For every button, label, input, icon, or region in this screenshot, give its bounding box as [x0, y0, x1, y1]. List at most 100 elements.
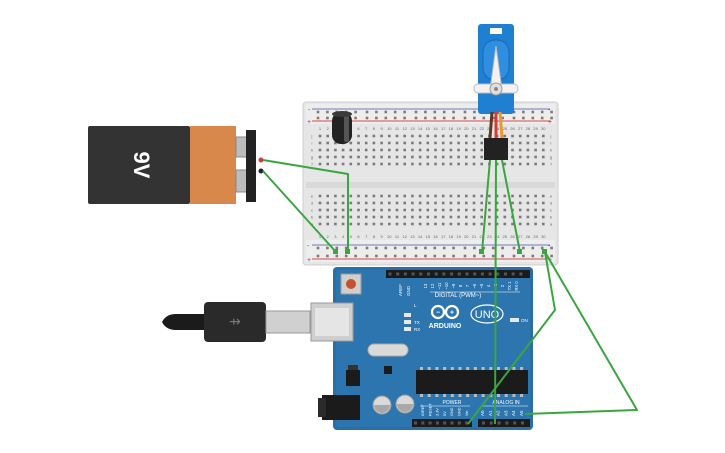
servo-connector[interactable]: [484, 138, 508, 160]
breadboard-hole[interactable]: [403, 148, 406, 152]
breadboard-hole[interactable]: [426, 141, 430, 145]
rail-hole[interactable]: [540, 246, 544, 250]
breadboard-hole[interactable]: [349, 162, 353, 166]
breadboard-hole[interactable]: [388, 148, 391, 152]
breadboard-hole[interactable]: [372, 222, 376, 226]
breadboard-hole[interactable]: [526, 141, 530, 145]
rail-hole[interactable]: [550, 246, 553, 250]
breadboard-hole[interactable]: [364, 201, 368, 205]
breadboard-hole[interactable]: [526, 162, 530, 166]
breadboard-hole[interactable]: [511, 162, 514, 166]
breadboard-hole[interactable]: [457, 208, 460, 212]
rail-hole[interactable]: [344, 246, 348, 250]
rail-hole[interactable]: [414, 254, 418, 258]
rail-hole[interactable]: [452, 116, 455, 120]
rail-hole[interactable]: [442, 246, 446, 250]
rail-hole[interactable]: [375, 254, 378, 258]
breadboard-hole[interactable]: [441, 194, 445, 198]
rail-hole[interactable]: [326, 246, 329, 250]
breadboard-hole[interactable]: [457, 141, 460, 145]
rail-hole[interactable]: [473, 246, 476, 250]
breadboard-hole[interactable]: [472, 222, 476, 226]
rail-hole[interactable]: [403, 254, 406, 258]
breadboard-hole[interactable]: [511, 222, 514, 226]
breadboard-hole[interactable]: [418, 201, 422, 205]
breadboard-hole[interactable]: [457, 155, 460, 159]
breadboard-hole[interactable]: [395, 155, 399, 159]
capacitor[interactable]: [332, 111, 352, 144]
breadboard-hole[interactable]: [326, 141, 329, 145]
rail-hole[interactable]: [482, 116, 486, 120]
breadboard-hole[interactable]: [503, 208, 507, 212]
rail-hole[interactable]: [463, 110, 467, 114]
breadboard-hole[interactable]: [395, 222, 399, 226]
breadboard-hole[interactable]: [318, 222, 322, 226]
analog-pin-hole[interactable]: [513, 421, 517, 425]
breadboard-hole[interactable]: [472, 201, 476, 205]
breadboard-hole[interactable]: [495, 194, 499, 198]
rail-hole[interactable]: [424, 254, 427, 258]
breadboard-hole[interactable]: [511, 201, 514, 205]
wire-servo-gnd[interactable]: [481, 159, 491, 253]
breadboard-hole[interactable]: [334, 215, 337, 219]
breadboard-hole[interactable]: [403, 141, 406, 145]
rail-hole[interactable]: [550, 110, 553, 114]
breadboard-hole[interactable]: [341, 215, 345, 219]
rail-hole[interactable]: [414, 110, 418, 114]
rail-hole[interactable]: [384, 254, 388, 258]
power-pin-hole[interactable]: [465, 421, 469, 425]
breadboard-hole[interactable]: [488, 222, 491, 226]
breadboard-hole[interactable]: [372, 162, 376, 166]
digital-pin-hole[interactable]: [511, 272, 515, 276]
breadboard-hole[interactable]: [395, 148, 399, 152]
analog-pin-hole[interactable]: [521, 421, 524, 425]
rail-hole[interactable]: [531, 246, 535, 250]
breadboard-hole[interactable]: [426, 148, 430, 152]
rail-hole[interactable]: [335, 254, 339, 258]
breadboard-hole[interactable]: [388, 155, 391, 159]
breadboard-hole[interactable]: [449, 141, 453, 145]
breadboard-hole[interactable]: [411, 222, 414, 226]
breadboard-hole[interactable]: [503, 201, 507, 205]
breadboard-hole[interactable]: [372, 134, 376, 138]
breadboard-hole[interactable]: [526, 215, 530, 219]
breadboard-hole[interactable]: [434, 201, 437, 205]
breadboard-hole[interactable]: [503, 215, 507, 219]
digital-pin-hole[interactable]: [480, 272, 484, 276]
breadboard-hole[interactable]: [380, 222, 383, 226]
breadboard-hole[interactable]: [457, 222, 460, 226]
rail-hole[interactable]: [414, 246, 418, 250]
rail-hole[interactable]: [393, 116, 397, 120]
breadboard-hole[interactable]: [457, 162, 460, 166]
breadboard-hole[interactable]: [357, 222, 360, 226]
rail-hole[interactable]: [452, 254, 455, 258]
rail-hole[interactable]: [452, 110, 455, 114]
breadboard-hole[interactable]: [403, 162, 406, 166]
breadboard-hole[interactable]: [472, 162, 476, 166]
breadboard-hole[interactable]: [364, 208, 368, 212]
breadboard-hole[interactable]: [441, 155, 445, 159]
breadboard-hole[interactable]: [542, 141, 545, 145]
rail-hole[interactable]: [365, 246, 369, 250]
breadboard-hole[interactable]: [441, 141, 445, 145]
breadboard-hole[interactable]: [526, 222, 530, 226]
breadboard-hole[interactable]: [380, 141, 383, 145]
rail-hole[interactable]: [403, 110, 406, 114]
breadboard-hole[interactable]: [449, 162, 453, 166]
breadboard-hole[interactable]: [403, 194, 406, 198]
breadboard-hole[interactable]: [388, 201, 391, 205]
breadboard-hole[interactable]: [326, 208, 329, 212]
wire-rail-to-gnd[interactable]: [467, 251, 556, 425]
breadboard-hole[interactable]: [542, 155, 545, 159]
breadboard-hole[interactable]: [411, 141, 414, 145]
breadboard-hole[interactable]: [542, 162, 545, 166]
breadboard-hole[interactable]: [472, 194, 476, 198]
rail-hole[interactable]: [522, 254, 525, 258]
rail-hole[interactable]: [540, 254, 544, 258]
rail-hole[interactable]: [452, 246, 455, 250]
breadboard-hole[interactable]: [357, 155, 360, 159]
wire-servo-power[interactable]: [501, 159, 521, 253]
breadboard-hole[interactable]: [480, 155, 483, 159]
breadboard-hole[interactable]: [364, 215, 368, 219]
rail-hole[interactable]: [463, 116, 467, 120]
